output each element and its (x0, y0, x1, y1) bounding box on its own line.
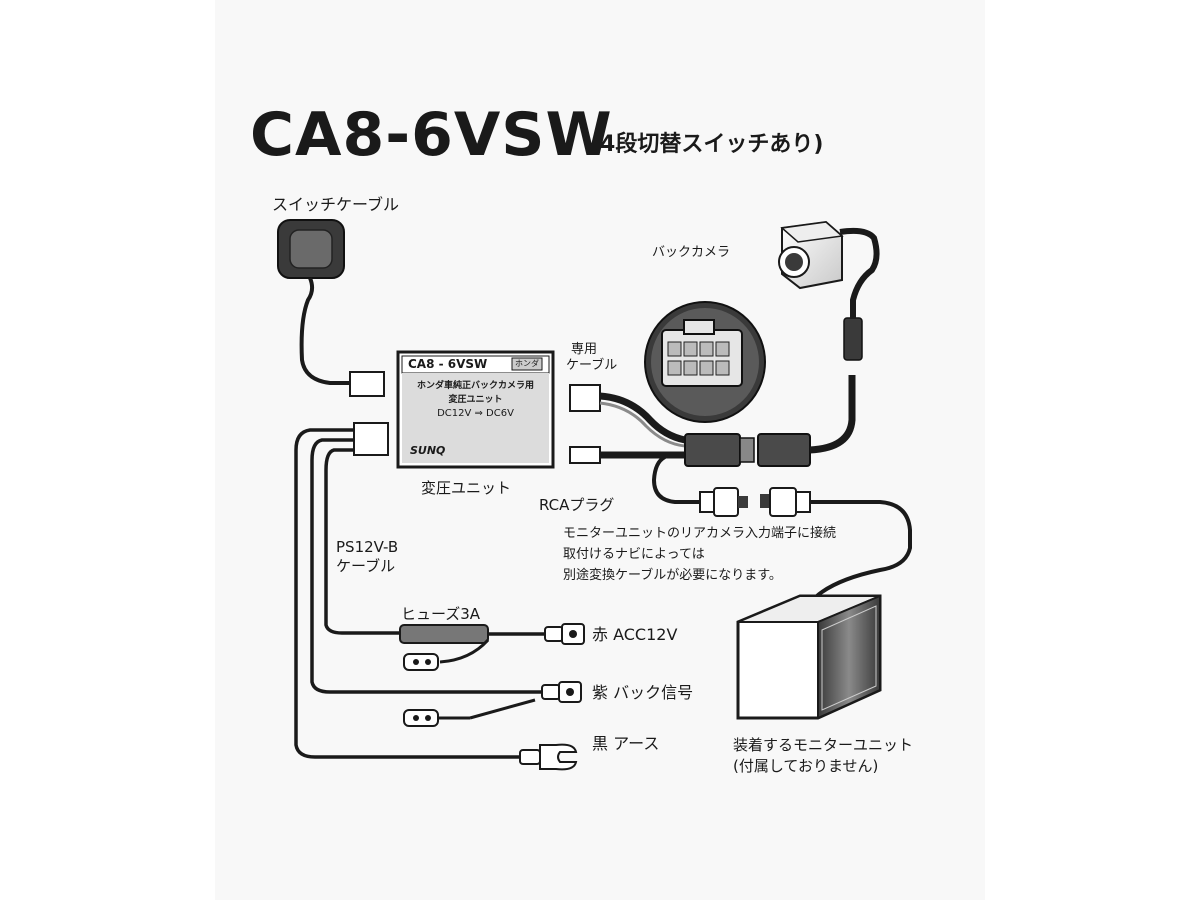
purple-wire (310, 438, 542, 694)
fuse-holder (399, 624, 545, 671)
unit-model-label: CA8 - 6VSW (408, 357, 488, 371)
connector-housing (661, 329, 743, 387)
monitor-unit-label-2: (付属しておりません) (733, 757, 879, 775)
purple-wire-label: 紫 バック信号 (592, 683, 694, 702)
monitor-unit (736, 594, 882, 720)
connector-closeup (644, 301, 766, 423)
black-wire-label: 黒 アース (592, 734, 660, 753)
rca-note-line1: モニターユニットのリアカメラ入力端子に接続 (563, 526, 837, 541)
unit-badge (511, 357, 543, 371)
dedicated-cable-label-2: ケーブル (566, 358, 618, 373)
back-camera (778, 220, 844, 290)
switch-connector (349, 371, 385, 397)
unit-desc-line1: ホンダ車純正バックカメラ用 (416, 381, 534, 391)
monitor-screen (817, 594, 881, 720)
red-wire (324, 448, 400, 635)
terminals (403, 623, 585, 771)
fuse-body (399, 624, 489, 644)
unit-brand: SUNQ (410, 444, 446, 457)
main-harness (294, 422, 542, 759)
harness-connector (353, 422, 389, 456)
black-wire (294, 428, 520, 759)
harness-coupler-left (684, 433, 741, 467)
rca-plug-right (769, 487, 797, 517)
switch-cable-label: スイッチケーブル (272, 195, 400, 214)
camera-lens (785, 253, 803, 271)
step-down-unit (396, 350, 555, 469)
unit-voltage: DC12V ⇒ DC6V (437, 408, 514, 419)
switch-cable (277, 219, 385, 397)
dedicated-cable-label-1: 専用 (571, 342, 598, 357)
model-subtitle: (4段切替スイッチあり) (590, 132, 824, 157)
back-camera-label: バックカメラ (652, 245, 731, 260)
rca-note-line2: 取付けるナビによっては (563, 547, 705, 562)
fuse-spare-terminal (403, 653, 439, 671)
harness-coupler-right (757, 433, 811, 467)
camera-cable-boot (843, 317, 863, 361)
camera-harness (569, 227, 880, 504)
purple-spare-terminal (403, 709, 470, 727)
ground-terminal (519, 743, 578, 771)
dedicated-cable-plug-top (569, 384, 601, 412)
unit-desc-line2: 変圧ユニット (448, 395, 503, 405)
unit-badge-label: ホンダ (515, 359, 539, 368)
switch-button (289, 229, 333, 269)
dedicated-cable-plug-bottom (569, 446, 601, 464)
switch-wire (299, 277, 350, 385)
red-terminal (544, 623, 585, 645)
monitor-unit-label-1: 装着するモニターユニット (733, 736, 914, 754)
rca-plugs (699, 487, 912, 613)
rca-plug-label: RCAプラグ (539, 496, 615, 514)
ps-cable-label-2: ケーブル (336, 557, 396, 575)
step-down-unit-label: 変圧ユニット (421, 479, 512, 497)
rca-note-line3: 別途変換ケーブルが必要になります。 (563, 568, 782, 583)
model-title: CA8-6VSW (250, 100, 613, 170)
rca-plug-left (713, 487, 739, 517)
purple-terminal (541, 681, 582, 703)
fuse-label: ヒューズ3A (401, 605, 481, 623)
unit-box-face (402, 373, 549, 463)
ps-cable-label-1: PS12V-B (336, 538, 399, 556)
red-wire-label: 赤 ACC12V (592, 625, 678, 644)
